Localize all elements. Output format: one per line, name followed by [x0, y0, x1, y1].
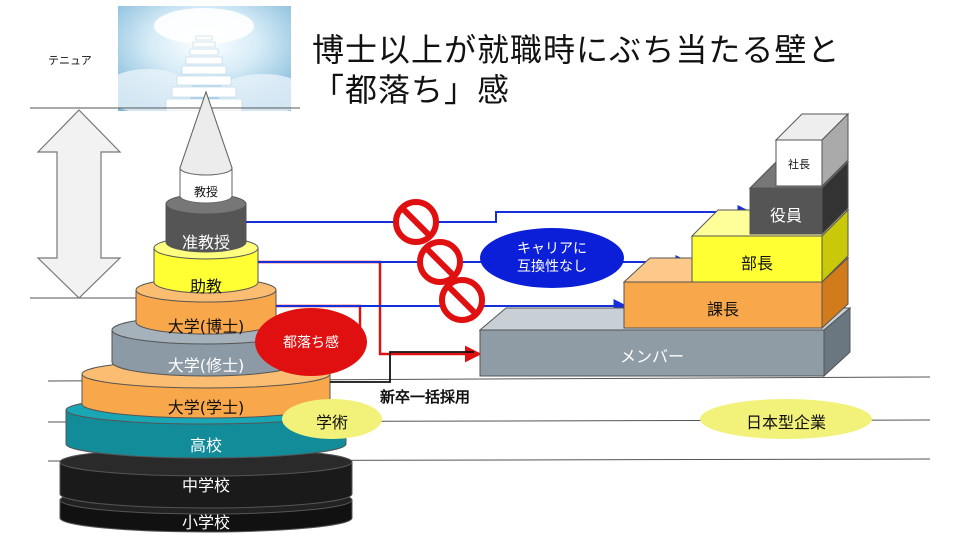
label-elementary: 小学校	[181, 513, 230, 532]
miyakoochi-bubble	[255, 308, 367, 376]
prohibited-icons	[393, 199, 485, 323]
label-junior-high: 中学校	[181, 476, 230, 495]
company-blocks	[478, 112, 852, 378]
gakujutsu-bubble	[282, 399, 382, 439]
label-nihongata: 日本型企業	[745, 413, 826, 432]
label-assistant-professor: 助教	[189, 277, 222, 296]
prohibited-icon-1	[393, 199, 439, 245]
label-career: キャリアに 互換性なし	[517, 241, 587, 275]
label-member: メンバー	[619, 347, 684, 366]
label-executive: 役員	[769, 206, 802, 225]
label-section-manager: 課長	[706, 300, 739, 319]
tenure-label: テニュア	[48, 54, 92, 67]
label-high-school: 高校	[189, 436, 222, 455]
title-line-2: 「都落ち」感	[312, 71, 511, 109]
label-associate-professor: 准教授	[181, 233, 230, 252]
prohibited-icon-2	[417, 239, 463, 285]
label-president: 社長	[788, 158, 810, 171]
label-master: 大学(修士)	[167, 356, 245, 375]
pyramid	[59, 90, 353, 533]
title-line-1: 博士以上が就職時にぶち当たる壁と	[312, 31, 841, 69]
nihongata-bubble	[700, 399, 872, 439]
label-doctor: 大学(博士)	[167, 317, 245, 336]
label-professor: 教授	[193, 185, 218, 199]
heaven-stairs-image	[118, 6, 291, 111]
prohibited-icon-3	[439, 277, 485, 323]
slide-title: 博士以上が就職時にぶち当たる壁と 「都落ち」感	[312, 30, 840, 110]
career-bubble	[480, 228, 624, 288]
label-gakujutsu: 学術	[315, 413, 348, 432]
label-bachelor: 大学(学士)	[167, 398, 245, 417]
label-general-manager: 部長	[740, 254, 773, 273]
fixed-term-double-arrow	[36, 109, 122, 299]
label-miyakoochi: 都落ち感	[283, 335, 339, 351]
label-shinsotsu: 新卒一括採用	[380, 388, 471, 406]
